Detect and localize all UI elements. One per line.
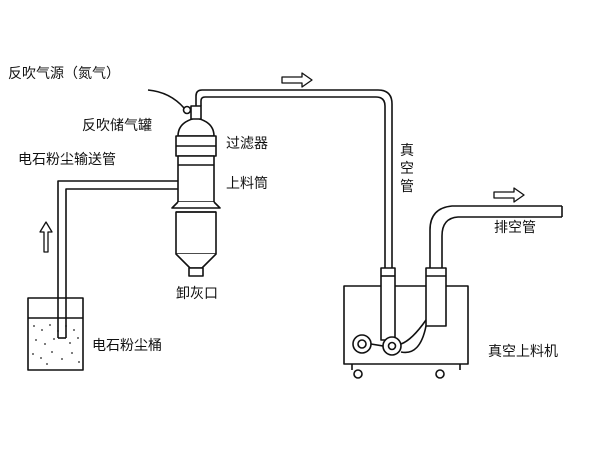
flow-up-arrow [39, 221, 53, 253]
filter-label: 过滤器 [226, 136, 268, 152]
backblow-source-label: 反吹气源（氮气） [8, 66, 120, 82]
vacuum-pipe-shape [195, 89, 393, 268]
conveying-pipe-shape [57, 180, 178, 339]
flow-right-arrow-exhaust [493, 187, 525, 203]
discharge-port-label: 卸灰口 [176, 286, 218, 302]
flow-right-arrow-top [281, 72, 313, 88]
vacuum-pipe-label: 真空管 [400, 143, 414, 195]
feed-cylinder-label: 上料筒 [226, 176, 268, 192]
dust-bucket-label: 电石粉尘桶 [92, 338, 162, 354]
feed-cylinder-shape [171, 105, 221, 277]
vacuum-loader-shape [343, 267, 469, 379]
exhaust-pipe-label: 排空管 [494, 220, 536, 236]
vacuum-loader-label: 真空上料机 [488, 344, 558, 360]
conveying-pipe-label: 电石粉尘输送管 [18, 152, 116, 168]
exhaust-pipe-shape [429, 205, 563, 268]
backblow-tank-shape [147, 89, 192, 115]
backblow-tank-label: 反吹储气罐 [82, 118, 152, 134]
dust-bucket-shape [27, 297, 84, 371]
